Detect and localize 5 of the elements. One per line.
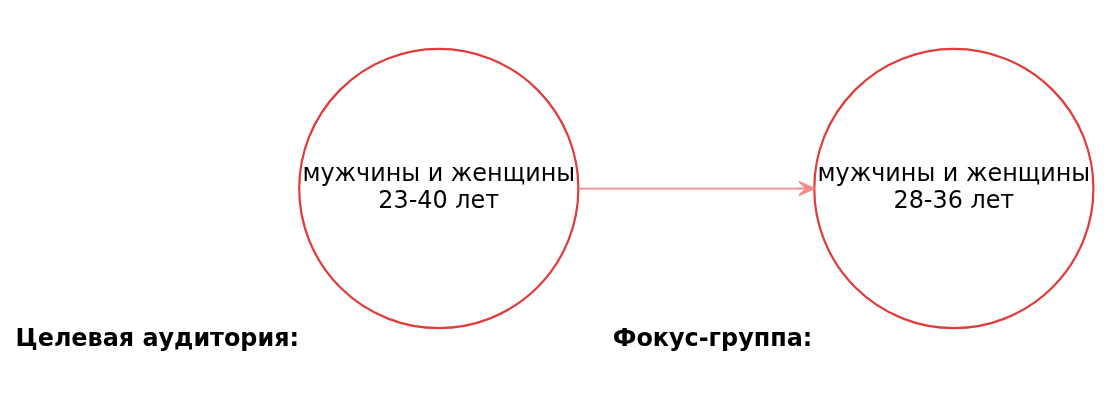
node-circle: мужчины и женщины 28-36 лет [813, 47, 1095, 330]
arrow [577, 180, 816, 197]
node-label: Целевая аудитория: [15, 323, 300, 352]
node-circle: мужчины и женщины 23-40 лет [298, 47, 580, 330]
node-label: Фокус-группа: [612, 323, 813, 352]
